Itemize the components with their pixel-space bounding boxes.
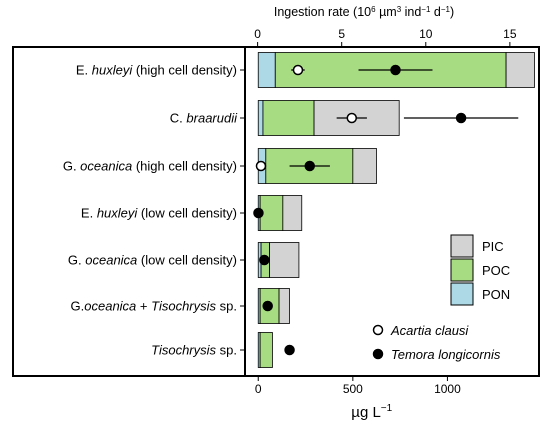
- category-label: E. huxleyi (high cell density): [76, 63, 237, 78]
- temora-point: [262, 300, 273, 312]
- x-bottom-axis-label-sup: −1: [381, 403, 393, 414]
- category-label: G. oceanica (high cell density): [63, 159, 237, 174]
- ingestion-points: [253, 64, 519, 356]
- x-top-tick-label: 10: [419, 27, 433, 41]
- x-top-axis-label: Ingestion rate (106 µm3 ind−1 d−1): [274, 5, 454, 20]
- bar-segment-pic: [269, 242, 300, 278]
- bar-segment-pon: [257, 52, 276, 88]
- x-top-tick-label: 5: [338, 27, 345, 41]
- temora-point: [390, 64, 401, 76]
- bar-segment-pic: [352, 148, 377, 184]
- bar-segment-poc: [262, 100, 315, 136]
- category-labels: E. huxleyi (high cell density) C. braarud…: [63, 63, 245, 358]
- category-label: C. braarudii: [170, 111, 238, 126]
- category-label: G.oceanica + Tisochrysis sp.: [71, 299, 237, 314]
- temora-point: [304, 160, 315, 172]
- axes: 0 500 1000 µg L−1 0 5 10 15 Ingestion rate (106 …: [254, 5, 517, 422]
- temora-point: [253, 207, 264, 219]
- legend-swatch-pic: [450, 234, 474, 258]
- x-bottom-tick-label: 500: [343, 382, 363, 396]
- legend-label-acartia: Acartia clausi: [390, 323, 469, 338]
- category-label: G. oceanica (low cell density): [68, 253, 237, 268]
- plot-frame: [12, 46, 540, 377]
- temora-point: [455, 112, 467, 124]
- bar-segment-pic: [282, 195, 303, 231]
- x-top-tick-label: 15: [503, 27, 517, 41]
- x-bottom-tick-label: 0: [255, 382, 262, 396]
- x-bottom-tick-label: 1000: [434, 382, 461, 396]
- acartia-point: [292, 64, 304, 76]
- bar-segment-pic: [505, 52, 535, 88]
- bar-segment-pon: [257, 100, 264, 136]
- bar-segment-poc: [259, 332, 273, 368]
- plot-border: [12, 46, 540, 377]
- acartia-point: [346, 112, 358, 124]
- legend-marker-acartia: [372, 324, 384, 336]
- acartia-point: [255, 160, 267, 172]
- x-top-tick-label: 0: [254, 27, 261, 41]
- legend-marker-temora: [372, 348, 384, 360]
- legend-swatch-poc: [450, 258, 474, 282]
- bar-segment-pic: [278, 288, 290, 324]
- category-label: E. huxleyi (low cell density): [81, 206, 237, 221]
- category-label: Tisochrysis sp.: [151, 343, 237, 358]
- legend-label-pon: PON: [482, 287, 510, 302]
- temora-point: [284, 344, 295, 356]
- legend-swatch-pon: [450, 282, 474, 306]
- x-bottom-axis-label: µg L−1: [351, 403, 392, 421]
- legend-label-pic: PIC: [482, 239, 504, 254]
- stacked-bars: [257, 52, 535, 368]
- legend-label-poc: POC: [482, 263, 510, 278]
- legend-label-temora: Temora longicornis: [391, 347, 501, 362]
- temora-point: [259, 254, 270, 266]
